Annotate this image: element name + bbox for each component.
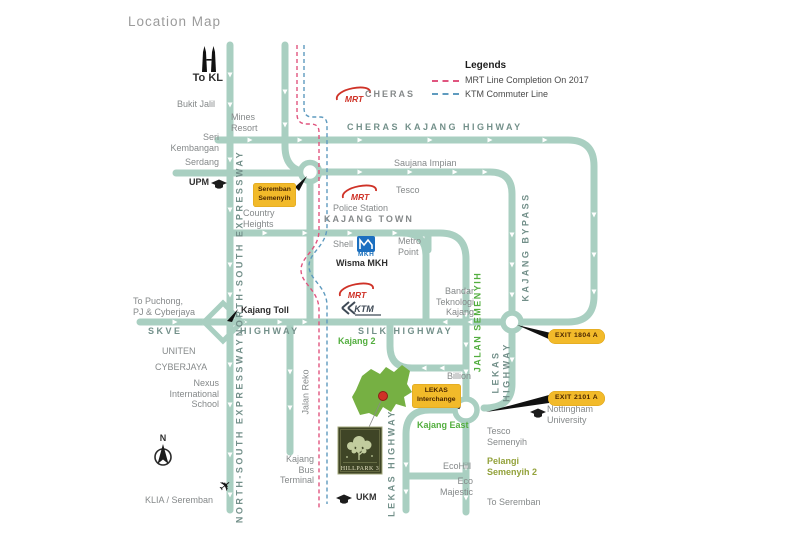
mines-resort-label: Mines Resort	[231, 112, 258, 133]
page-title: Location Map	[128, 14, 222, 29]
svg-text:MRT: MRT	[348, 290, 367, 300]
pelangi-semenyih-label: Pelangi Semenyih 2	[487, 456, 538, 477]
north-south-expressway-upper-label: NORTH-SOUTH EXPRESSWAY	[234, 149, 245, 337]
seri-kembangan-label: Seri Kembangan	[170, 132, 219, 153]
compass-n-label: N	[159, 433, 167, 443]
hillpark-logo: HILLPARK 3	[337, 426, 383, 475]
billion-road	[386, 318, 470, 372]
highway-west-label: HIGHWAY	[240, 326, 300, 336]
to-kl-label: To KL	[192, 72, 223, 84]
seremban-semenyih-badge: Seremban Semenyih	[253, 183, 296, 207]
serdang-label: Serdang	[184, 157, 219, 167]
svg-text:MRT: MRT	[351, 192, 370, 202]
lekas-interchange-badge: LEKAS Interchange	[412, 384, 461, 408]
silk-highway-label: SILK HIGHWAY	[358, 326, 454, 336]
to-seremban-label: To Seremban	[487, 497, 541, 507]
ktm-line-swatch	[432, 93, 459, 96]
ukm-label: UKM	[356, 492, 377, 502]
lekas-highway-left-label: LEKAS HIGHWAY	[386, 409, 397, 517]
marker-leader-line	[368, 400, 382, 428]
legend-item-ktm: KTM Commuter Line	[432, 88, 589, 102]
ktm-logo: KTM	[341, 301, 381, 316]
kajang-toll-diamond	[200, 299, 246, 345]
kajang-2-label: Kajang 2	[338, 336, 376, 346]
mrt-logo: MRT	[336, 86, 371, 104]
cheras-kajang-highway-label: CHERAS KAJANG HIGHWAY	[347, 122, 523, 132]
exit-2101a-badge: EXIT 2101 A	[548, 391, 606, 406]
ktm-line	[303, 45, 328, 504]
nottingham-university-label: Nottingham University	[547, 404, 594, 425]
billion-label: Billion	[447, 371, 472, 381]
svg-text:KTM: KTM	[354, 304, 374, 314]
compass-north-icon	[154, 444, 172, 466]
graduation-cap-icon	[211, 179, 227, 189]
mkh-logo	[357, 236, 375, 252]
svg-text:HILLPARK 3: HILLPARK 3	[341, 466, 380, 472]
metro-point-label: Metro Point	[398, 236, 422, 257]
mrt-line	[296, 45, 320, 508]
kajang-bypass-label: KAJANG BYPASS	[520, 192, 531, 302]
tesco-label: Tesco	[396, 185, 420, 195]
kajang-town-label: KAJANG TOWN	[324, 214, 414, 224]
cheras-label: CHERAS	[365, 89, 416, 99]
nexus-school-label: Nexus International School	[169, 378, 219, 410]
klia-seremban-label: KLIA / Seremban	[145, 495, 214, 505]
north-south-expressway-lower-label: NORTH-SOUTH EXPRESSWAY	[234, 336, 245, 524]
lekas-highway-east-road	[480, 318, 516, 412]
tesco-semenyih-label: Tesco Semenyih	[487, 426, 528, 447]
exit-1804a-badge: EXIT 1804 A	[548, 329, 606, 344]
bandar-teknologi-kajang-label: Bandar Teknologi Kajang	[435, 286, 474, 318]
lekas-highway-west-road	[402, 406, 470, 514]
svg-text:MRT: MRT	[345, 94, 364, 104]
country-heights-label: Country Heights	[243, 208, 275, 229]
shell-label: Shell	[333, 239, 354, 249]
exit-1804-roundabout	[500, 310, 524, 334]
police-station-label: Police Station	[333, 203, 389, 213]
kajang-toll-label: Kajang Toll	[241, 305, 289, 315]
kajang-east-label: Kajang East	[417, 420, 469, 430]
wisma-mkh-label: Wisma MKH	[336, 258, 388, 268]
seremban-semenyih-roundabout	[297, 159, 323, 185]
legend: Legends MRT Line Completion On 2017 KTM …	[432, 60, 589, 101]
saujana-impian-label: Saujana Impian	[394, 158, 457, 168]
upm-label: UPM	[189, 177, 209, 187]
mrt-logo: MRT	[339, 282, 374, 300]
legend-item-mrt: MRT Line Completion On 2017	[432, 74, 589, 88]
graduation-cap-icon	[530, 408, 546, 418]
uniten-label: UNITEN	[162, 346, 196, 356]
lekas-highway-right-label: LEKAS HIGHWAY	[490, 342, 511, 402]
to-puchong-label: To Puchong, PJ & Cyberjaya	[133, 296, 196, 317]
petronas-towers-icon	[202, 46, 216, 72]
mkh-label: MKH	[358, 251, 375, 258]
location-marker-dot	[378, 391, 388, 401]
jalan-semenyih-label: JALAN SEMENYIH	[472, 271, 483, 373]
legend-item-label: MRT Line Completion On 2017	[465, 75, 589, 85]
ecohill-label: EcoHill	[442, 461, 471, 471]
legend-heading: Legends	[465, 60, 507, 71]
skve-label: SKVE	[148, 326, 183, 336]
eco-majestic-label: Eco Majestic	[439, 476, 473, 497]
cyberjaya-label: CYBERJAYA	[155, 362, 208, 372]
kajang-bus-terminal-label: Kajang Bus Terminal	[279, 454, 314, 486]
bukit-jalil-label: Bukit Jalil	[176, 99, 215, 109]
roads-layer	[136, 41, 598, 516]
saujana-impian-road	[306, 168, 516, 326]
legend-item-label: KTM Commuter Line	[465, 88, 549, 99]
hillpark-development-area	[352, 365, 412, 417]
metro-point-road	[398, 229, 430, 326]
cheras-kajang-highway-road	[214, 136, 598, 326]
jalan-semenyih-road	[228, 229, 470, 516]
graduation-cap-icon	[336, 494, 352, 504]
jalan-reko-label: Jalan Reko	[300, 369, 311, 415]
mrt-logo: MRT	[342, 184, 377, 202]
mrt-line-swatch	[432, 79, 459, 82]
